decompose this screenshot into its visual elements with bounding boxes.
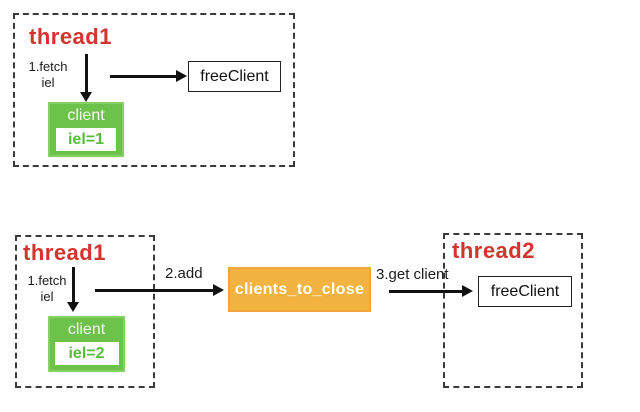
- bottom-thread1-title: thread1: [23, 240, 106, 265]
- top-thread1-boundary-box: [13, 13, 295, 167]
- clients-to-close-box: clients_to_close: [228, 267, 371, 312]
- bottom-client-box: client iel=2: [48, 316, 125, 372]
- bottom-freeclient-label: freeClient: [490, 282, 560, 300]
- top-client-title: client: [67, 107, 105, 124]
- top-client-box: client iel=1: [48, 102, 124, 157]
- top-client-value: iel=1: [56, 128, 116, 151]
- top-step1-label-line1: 1.fetch: [28, 59, 68, 74]
- step3-get-arrow-line: [389, 290, 463, 293]
- top-freeclient-box: freeClient: [188, 61, 281, 92]
- bottom-freeclient-box: freeClient: [478, 276, 572, 307]
- bottom-step1-label-line1: 1.fetch: [27, 273, 67, 288]
- step3-get-arrow-head-icon: [462, 285, 473, 297]
- top-freeclient-arrow-head-icon: [176, 70, 187, 82]
- bottom-thread1-boundary-box: [15, 235, 155, 388]
- top-freeclient-arrow-line: [110, 75, 177, 78]
- step2-add-label: 2.add: [165, 265, 203, 282]
- thread2-boundary-box: [443, 233, 583, 388]
- bottom-fetch-arrow-line: [72, 267, 75, 303]
- top-freeclient-label: freeClient: [200, 67, 269, 85]
- thread2-title: thread2: [452, 238, 535, 263]
- bottom-step1-label-line2: iel: [40, 289, 54, 304]
- top-step1-label-line2: iel: [41, 75, 55, 90]
- bottom-step1-label: 1.fetch iel: [16, 273, 78, 305]
- bottom-client-title: client: [67, 321, 106, 338]
- top-thread1-title: thread1: [29, 24, 112, 49]
- top-fetch-arrow-line: [85, 54, 88, 93]
- step3-get-client-label: 3.get client: [376, 266, 449, 283]
- clients-to-close-label: clients_to_close: [234, 280, 365, 298]
- step2-add-arrow-line: [95, 289, 214, 292]
- top-fetch-arrow-head-icon: [80, 92, 92, 102]
- top-step1-label: 1.fetch iel: [16, 59, 80, 91]
- bottom-client-value: iel=2: [54, 342, 119, 365]
- step2-add-arrow-head-icon: [213, 284, 224, 296]
- bottom-fetch-arrow-head-icon: [67, 302, 79, 312]
